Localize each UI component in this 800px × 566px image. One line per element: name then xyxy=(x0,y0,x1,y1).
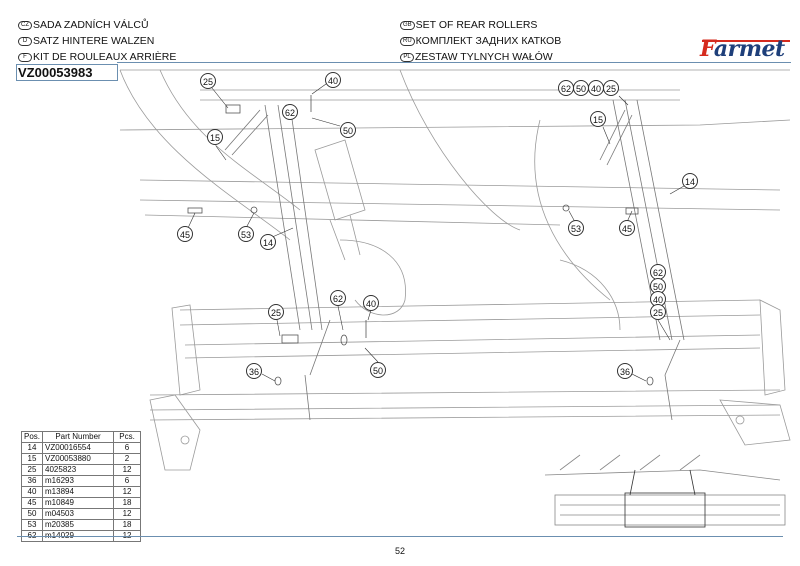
link-arms xyxy=(224,99,685,421)
lang-badge-d: D xyxy=(18,36,32,46)
header-pos: Pos. xyxy=(20,431,44,443)
title-cz: CZ SADA ZADNÍCH VÁLCŮ xyxy=(18,19,149,31)
table-header-row: Pos. Part Number Pcs. xyxy=(20,431,142,443)
callout-14-right: 14 xyxy=(682,173,698,189)
callout-40-group: 40 xyxy=(588,80,604,96)
callout-50-group: 50 xyxy=(573,80,589,96)
footer-rule xyxy=(17,536,783,537)
title-text-f: KIT DE ROULEAUX ARRIÈRE xyxy=(33,51,177,63)
overview-thumbnail xyxy=(544,454,786,528)
callout-50-mid: 50 xyxy=(370,362,386,378)
lang-badge-pl: PL xyxy=(400,52,414,62)
callout-50-stack: 50 xyxy=(650,278,666,294)
callout-62-mid: 62 xyxy=(330,290,346,306)
page-number: 52 xyxy=(394,546,405,556)
callout-25-mid: 25 xyxy=(268,304,284,320)
title-text-d: SATZ HINTERE WALZEN xyxy=(33,35,155,47)
title-ru: RU КОМПЛЕКТ ЗАДНИХ КАТКОВ xyxy=(400,35,561,47)
frame-beams xyxy=(119,69,791,421)
title-text-pl: ZESTAW TYLNYCH WAŁÓW xyxy=(415,51,553,63)
callout-50: 50 xyxy=(340,122,356,138)
callout-53-right: 53 xyxy=(568,220,584,236)
farmet-logo: Farmet xyxy=(700,36,785,62)
header-pcs: Pcs. xyxy=(113,431,142,443)
callout-36-right: 36 xyxy=(617,363,633,379)
title-text-cz: SADA ZADNÍCH VÁLCŮ xyxy=(33,19,149,31)
callout-15: 15 xyxy=(207,129,223,145)
lang-badge-ru: RU xyxy=(400,36,415,46)
callout-62-group: 62 xyxy=(558,80,574,96)
callout-53: 53 xyxy=(238,226,254,242)
kit-code: VZ00053983 xyxy=(16,64,118,81)
callout-45: 45 xyxy=(177,226,193,242)
callout-25-group: 25 xyxy=(603,80,619,96)
lang-badge-gb: GB xyxy=(400,20,415,30)
callout-40: 40 xyxy=(325,72,341,88)
title-d: D SATZ HINTERE WALZEN xyxy=(18,35,154,47)
callout-36-mid: 36 xyxy=(246,363,262,379)
logo-bar xyxy=(702,40,790,42)
callout-14: 14 xyxy=(260,234,276,250)
callout-25: 25 xyxy=(200,73,216,89)
lang-badge-cz: CZ xyxy=(18,20,32,30)
pins xyxy=(187,95,654,386)
hydraulic-cylinder xyxy=(314,139,406,316)
title-gb: GB SET OF REAR ROLLERS xyxy=(400,19,537,31)
callout-62: 62 xyxy=(282,104,298,120)
callout-45-right: 45 xyxy=(619,220,635,236)
title-pl: PL ZESTAW TYLNYCH WAŁÓW xyxy=(400,51,553,63)
end-plates xyxy=(149,299,791,471)
title-text-ru: КОМПЛЕКТ ЗАДНИХ КАТКОВ xyxy=(415,35,562,47)
header-rule xyxy=(117,62,791,63)
title-f: F KIT DE ROULEAUX ARRIÈRE xyxy=(18,51,176,63)
lang-badge-f: F xyxy=(18,52,32,62)
callout-40-mid: 40 xyxy=(363,295,379,311)
callout-25-stack: 25 xyxy=(650,304,666,320)
title-text-gb: SET OF REAR ROLLERS xyxy=(415,19,538,31)
callout-15-right: 15 xyxy=(590,111,606,127)
header-part-number: Part Number xyxy=(42,431,115,443)
